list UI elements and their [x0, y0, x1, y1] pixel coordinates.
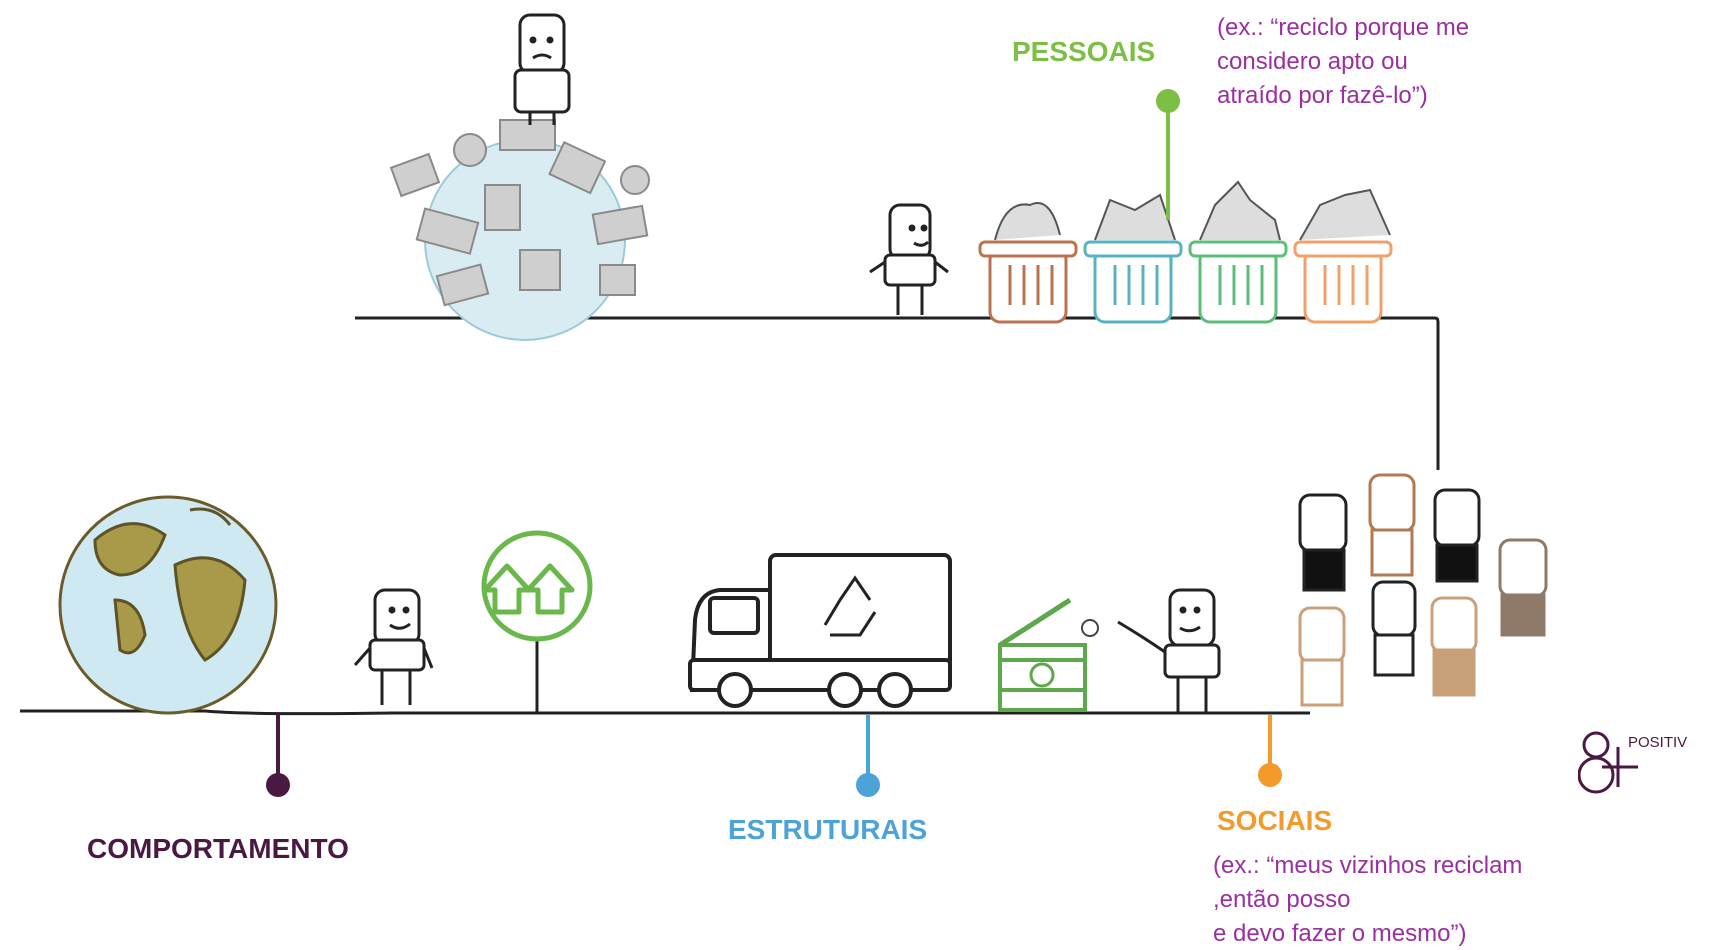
estruturais-label: ESTRUTURAIS	[728, 814, 928, 845]
pessoais-pin	[1156, 89, 1180, 220]
trash-bin-icon	[978, 202, 1078, 324]
sociais-note-line: e devo fazer o mesmo”)	[1213, 920, 1467, 947]
globe-icon	[58, 495, 278, 715]
trash-bin-icon	[1188, 180, 1288, 324]
pessoais-label: PESSOAIS	[1012, 36, 1156, 67]
positive-logo-icon: POSITIVE	[1578, 731, 1688, 794]
timeline-lines	[20, 316, 1440, 716]
sociais-pin	[1258, 715, 1282, 787]
pessoais-note-line: atraído por fazê-lo”)	[1217, 82, 1428, 109]
recycle-truck-icon	[688, 553, 952, 708]
up-arrows-sign-icon	[481, 530, 593, 712]
trash-bin-icon	[1293, 188, 1393, 324]
sociais-note: (ex.: “meus vizinhos reciclam ,então pos…	[1213, 849, 1522, 950]
person-icon	[513, 13, 571, 125]
person-icon	[353, 588, 434, 705]
trash-bin-icon	[1083, 193, 1183, 324]
sociais-note-line: ,então posso	[1213, 886, 1351, 913]
estruturais-pin	[856, 715, 880, 797]
pessoais-note-line: (ex.: “reciclo porque me	[1217, 14, 1470, 41]
globe-trash-icon	[389, 119, 650, 341]
comportamento-label: COMPORTAMENTO	[87, 833, 349, 864]
person-icon	[1117, 588, 1221, 712]
pessoais-note: (ex.: “reciclo porque me considero apto …	[1217, 11, 1469, 113]
green-bin-icon	[998, 597, 1099, 712]
sociais-note-line: (ex.: “meus vizinhos reciclam	[1213, 852, 1523, 879]
logo-text: POSITIVE	[1628, 734, 1688, 751]
crowd-icon	[1298, 473, 1548, 707]
person-icon	[869, 203, 949, 315]
comportamento-pin	[266, 714, 290, 797]
pessoais-note-line: considero apto ou	[1217, 48, 1408, 75]
sociais-label: SOCIAIS	[1217, 805, 1333, 836]
